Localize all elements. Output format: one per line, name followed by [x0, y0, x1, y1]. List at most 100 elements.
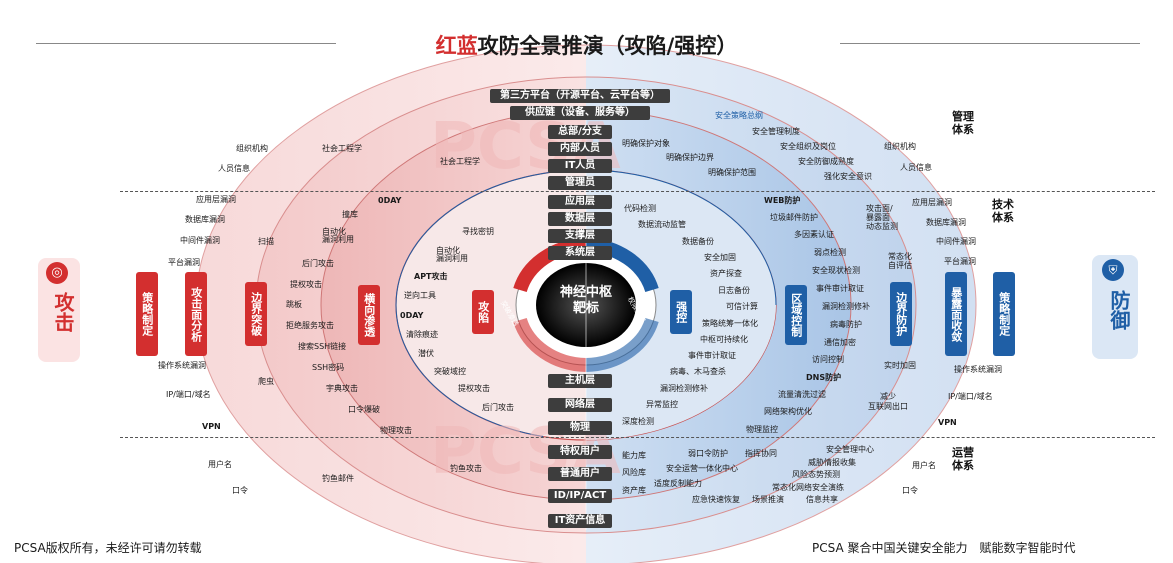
- right-label: 安全管理中心: [826, 445, 874, 454]
- right-label: 能力库: [622, 451, 646, 460]
- attack-box-surface: 攻击面分析: [185, 272, 207, 356]
- layer-network: 网络层: [548, 398, 612, 412]
- defense-box-exposure: 暴露面收敛: [945, 272, 967, 356]
- title-rest: 攻防全景推演（攻陷/强控）: [477, 34, 738, 58]
- separator-mgmt-tech: [120, 191, 1155, 192]
- attack-box-boundary: 边界突破: [245, 282, 267, 346]
- right-label: 组织机构: [884, 142, 916, 151]
- layer-it-assets: IT资产信息: [548, 514, 612, 528]
- right-label: 威胁情报收集: [808, 458, 856, 467]
- defense-box-control: 强控: [670, 290, 692, 334]
- left-label: 物理攻击: [380, 426, 412, 435]
- right-label: 明确保护范围: [708, 168, 756, 177]
- right-label: 指挥协同: [745, 449, 777, 458]
- right-label: 代码检测: [624, 204, 656, 213]
- left-label: 扫描: [258, 237, 274, 246]
- right-label: 适度反制能力: [654, 479, 702, 488]
- left-label: 组织机构: [236, 144, 268, 153]
- right-label: 漏洞检测修补: [660, 384, 708, 393]
- right-label: 网络架构优化: [764, 407, 812, 416]
- layer-system: 系统层: [548, 246, 612, 260]
- layer-hq: 总部/分支: [548, 125, 612, 139]
- footer-right: PCSA 聚合中国关键安全能力 赋能数字智能时代: [812, 541, 1076, 555]
- page-title: 红蓝攻防全景推演（攻陷/强控）: [0, 30, 1173, 60]
- title-red: 红蓝: [435, 34, 478, 58]
- right-label: 多因素认证: [794, 230, 834, 239]
- right-label: 场景推演: [752, 495, 784, 504]
- center-line1: 神经中枢: [559, 285, 612, 300]
- right-label: 中间件漏洞: [936, 237, 976, 246]
- target-icon: ◎: [46, 262, 68, 284]
- right-label: WEB防护: [764, 196, 801, 205]
- right-label: 明确保护对象: [622, 139, 670, 148]
- left-label: 应用层漏洞: [196, 195, 236, 204]
- left-label: 平台漏洞: [168, 258, 200, 267]
- left-label: 逆向工具: [404, 291, 436, 300]
- left-label: 口令: [232, 486, 248, 495]
- left-label: 0DAY: [378, 196, 402, 205]
- right-label: 策略统筹一体化: [702, 319, 758, 328]
- left-label: 搜索SSH链接: [298, 342, 347, 351]
- left-label: 提权攻击: [458, 384, 490, 393]
- right-label: 事件审计取证: [688, 351, 736, 360]
- left-label: 钓鱼邮件: [322, 474, 354, 483]
- right-label: 资产库: [622, 486, 646, 495]
- right-label: 病毒、木马查杀: [670, 367, 726, 376]
- center-line2: 靶标: [572, 301, 599, 317]
- right-label: 数据流动监管: [638, 220, 686, 229]
- right-label: 平台漏洞: [944, 257, 976, 266]
- right-label: 流量清洗过滤: [778, 390, 826, 399]
- layer-app: 应用层: [548, 195, 612, 209]
- left-label: 拒绝服务攻击: [286, 321, 334, 330]
- layer-physical: 物理: [548, 421, 612, 435]
- title-rule-left: [36, 43, 336, 44]
- right-label: 事件审计取证: [816, 284, 864, 293]
- right-label: 口令: [902, 486, 918, 495]
- left-label: 社会工程学: [440, 157, 480, 166]
- right-label: 安全现状检测: [812, 266, 860, 275]
- right-label: 安全运营一体化中心: [666, 464, 738, 473]
- left-label: 寻找密钥: [462, 227, 494, 236]
- right-label: 深度检测: [622, 417, 654, 426]
- right-label: 垃圾邮件防护: [770, 213, 818, 222]
- right-label: 攻击面/ 暴露面 动态监测: [866, 204, 898, 232]
- right-label: 常态化 自评估: [888, 252, 912, 271]
- right-label: 数据库漏洞: [926, 218, 966, 227]
- left-label: 0DAY: [400, 311, 424, 320]
- right-label: 用户名: [912, 461, 936, 470]
- layer-host: 主机层: [548, 374, 612, 388]
- left-label: 清除痕迹: [406, 330, 438, 339]
- right-label: 可信计算: [726, 302, 758, 311]
- right-label: 中枢可持续化: [700, 335, 748, 344]
- right-label: 应急快速恢复: [692, 495, 740, 504]
- right-label: 风险态势预测: [792, 470, 840, 479]
- section-tech: 技术 体系: [992, 198, 1014, 225]
- left-label: 社会工程学: [322, 144, 362, 153]
- left-label: 后门攻击: [302, 259, 334, 268]
- right-label: 物理监控: [746, 425, 778, 434]
- left-label: 操作系统漏洞: [158, 361, 206, 370]
- defense-box-strategy: 策略制定: [993, 272, 1015, 356]
- right-label: 安全组织及岗位: [780, 142, 836, 151]
- right-label: 安全防御成熟度: [798, 157, 854, 166]
- layer-support: 支撑层: [548, 229, 612, 243]
- right-label: 人员信息: [900, 163, 932, 172]
- right-label: 安全加固: [704, 253, 736, 262]
- right-label: 强化安全意识: [824, 172, 872, 181]
- right-label: 异常监控: [646, 400, 678, 409]
- section-ops: 运营 体系: [952, 446, 974, 473]
- right-label: 弱口令防护: [688, 449, 728, 458]
- left-label: 中间件漏洞: [180, 236, 220, 245]
- right-label: 实时加固: [884, 361, 916, 370]
- right-label: 通信加密: [824, 338, 856, 347]
- layer-third-party: 第三方平台（开源平台、云平台等）: [490, 89, 670, 103]
- center-label: 神经中枢 靶标: [540, 285, 632, 318]
- right-label: 信息共享: [806, 495, 838, 504]
- layer-privileged-user: 特权用户: [548, 445, 612, 459]
- separator-tech-ops: [120, 437, 1155, 438]
- layer-it-staff: IT人员: [548, 159, 612, 173]
- layer-admin: 管理员: [548, 176, 612, 190]
- attack-box-strategy: 策略制定: [136, 272, 158, 356]
- shield-icon: ⛨: [1102, 259, 1124, 281]
